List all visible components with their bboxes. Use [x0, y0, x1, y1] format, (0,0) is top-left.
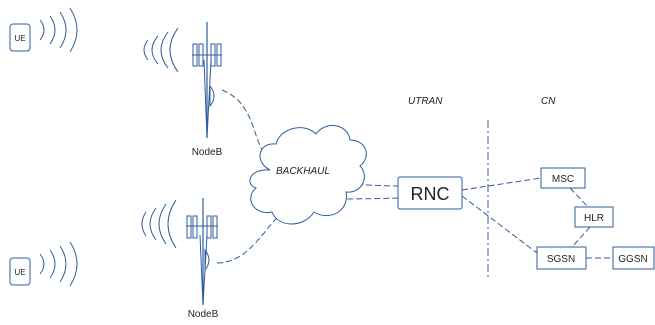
link-rnc-sgsn	[461, 195, 542, 257]
hlr-node: HLR	[574, 206, 614, 228]
ggsn-node: GGSN	[612, 246, 655, 270]
ue-label-2: UE	[14, 268, 25, 277]
cn-label: CN	[541, 96, 556, 107]
rnc-label: RNC	[411, 184, 450, 204]
ue-device-1: UE	[9, 23, 31, 52]
backhaul-label: BACKHAUL	[276, 166, 330, 177]
link-msc-hlr	[569, 187, 589, 208]
nodeb-label-2: NodeB	[188, 309, 219, 320]
hlr-label: HLR	[584, 213, 604, 224]
ue-device-2: UE	[9, 257, 31, 286]
ue-label-1: UE	[14, 34, 25, 43]
msc-label: MSC	[552, 174, 574, 185]
ue1-radio-waves-icon	[39, 7, 78, 53]
nodeb-tower-1-icon	[192, 22, 222, 139]
ue2-radio-waves-icon	[39, 241, 78, 287]
link-hlr-sgsn	[571, 226, 591, 248]
msc-node: MSC	[540, 167, 586, 189]
rnc-node: RNC	[397, 176, 463, 210]
utran-label: UTRAN	[408, 96, 443, 107]
link-nodeb2-rnc	[216, 197, 399, 264]
nodeb-label-1: NodeB	[192, 147, 223, 158]
nodeb1-radio-waves-icon	[143, 27, 179, 73]
sgsn-node: SGSN	[536, 246, 587, 270]
link-rnc-msc	[461, 177, 542, 191]
nodeb-tower-2-icon	[186, 198, 218, 306]
ggsn-label: GGSN	[618, 254, 647, 265]
backhaul-cloud: BACKHAUL	[249, 125, 367, 225]
nodeb2-radio-waves-icon	[141, 199, 177, 249]
sgsn-label: SGSN	[547, 254, 575, 265]
